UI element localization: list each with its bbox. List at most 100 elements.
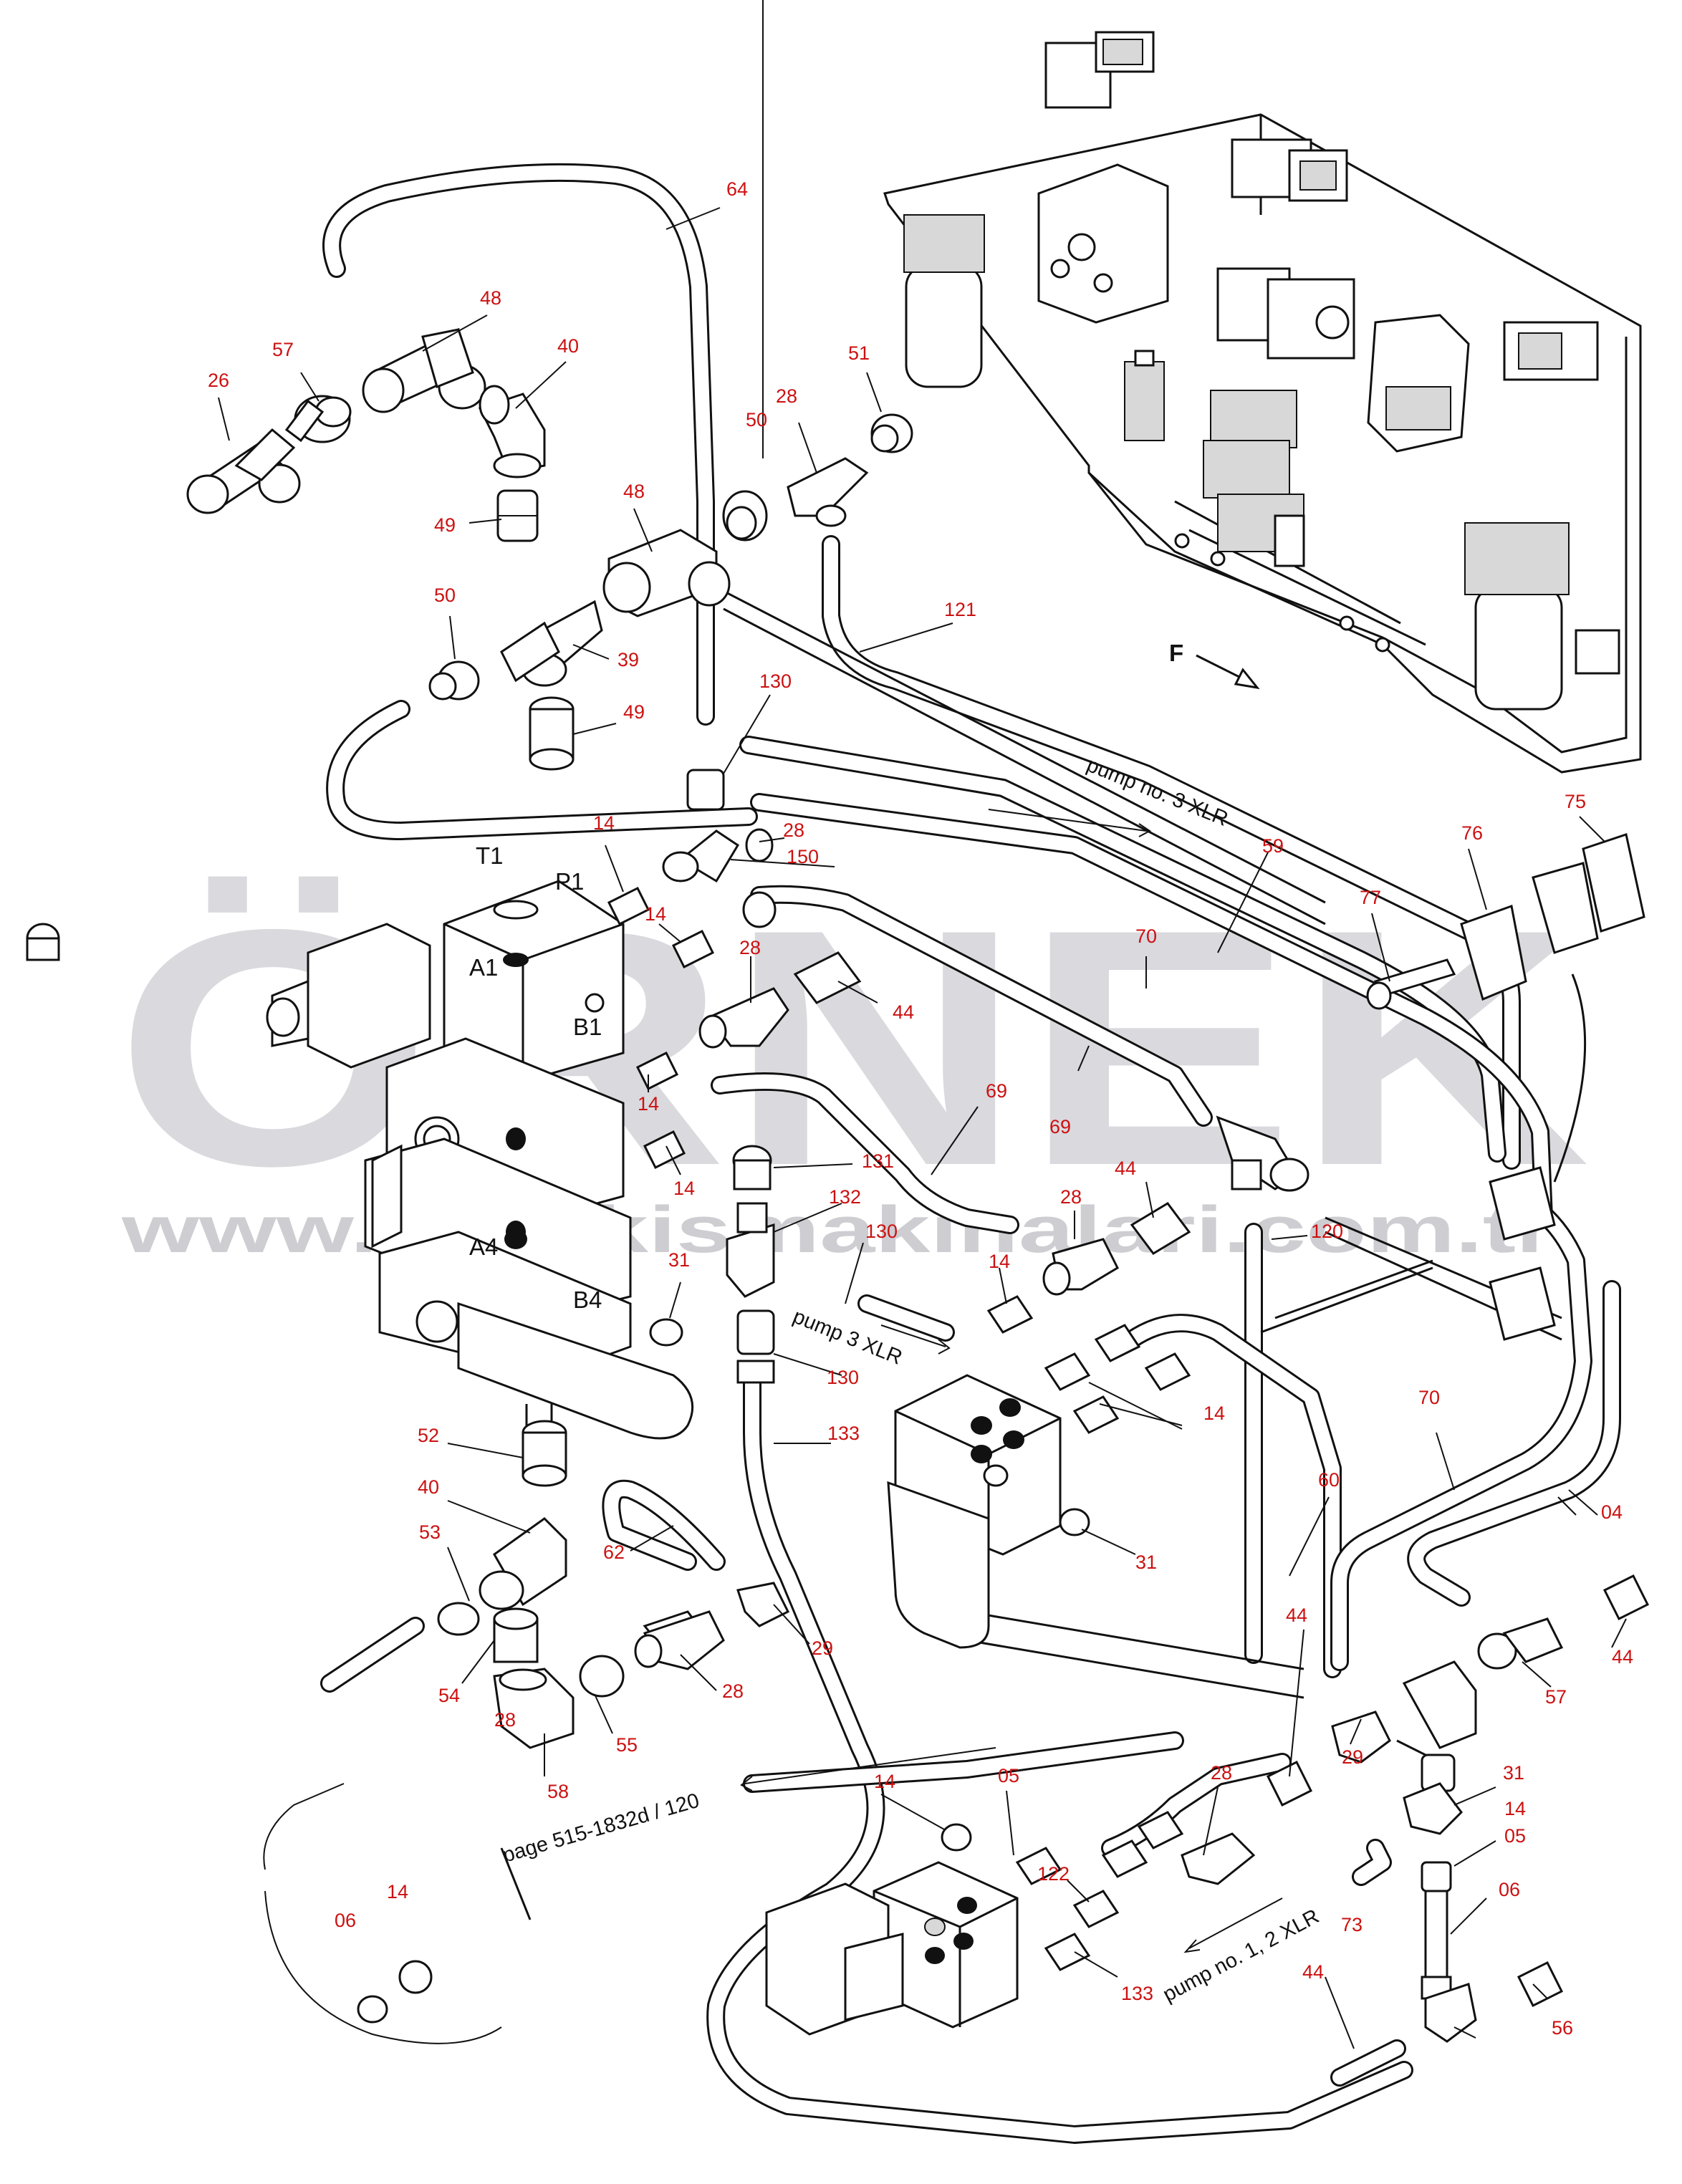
fitting-far-left <box>26 923 60 961</box>
part-number: 40 <box>557 335 579 357</box>
fitting-130-150 <box>662 769 774 883</box>
part-number: 49 <box>623 701 645 723</box>
part-number: 64 <box>726 178 748 200</box>
plug-31-group <box>649 1318 1090 1852</box>
fittings-52-58 <box>437 1420 711 1749</box>
fittings-29-28-lower <box>634 1582 790 1670</box>
panel-bolt-holes <box>1174 533 1390 653</box>
part-number: 14 <box>874 1771 895 1792</box>
part-number: 44 <box>1115 1158 1136 1179</box>
part-number: 04 <box>1601 1501 1623 1523</box>
part-number: 130 <box>865 1221 898 1242</box>
hose-clamps <box>1489 1166 1556 1341</box>
part-number: 14 <box>645 903 666 925</box>
part-number: 131 <box>862 1150 894 1172</box>
part-number: 48 <box>623 481 645 502</box>
elbow-fitting-69 <box>1216 1115 1309 1192</box>
center-manifold <box>887 1374 1062 1649</box>
flow-arrow-f <box>1196 654 1260 690</box>
part-number: 31 <box>1503 1762 1524 1784</box>
part-number: 121 <box>944 599 976 620</box>
port-label-f: F <box>1169 640 1183 666</box>
tee-fitting-48-top <box>362 327 486 413</box>
solenoid-top-1 <box>1044 31 1155 109</box>
part-number: 31 <box>1135 1552 1157 1573</box>
port-label-p1: P1 <box>555 868 584 895</box>
port-label-t1: T1 <box>476 842 504 869</box>
part-number: 51 <box>848 342 870 364</box>
part-number: 120 <box>1311 1221 1343 1242</box>
part-number: 50 <box>746 409 767 430</box>
part-number: 56 <box>1552 2017 1573 2039</box>
nipple-49-lower <box>529 696 575 771</box>
part-number: 53 <box>419 1521 441 1543</box>
part-number: 06 <box>1499 1879 1520 1900</box>
solenoid-top-2 <box>1231 138 1348 202</box>
part-number: 133 <box>827 1423 860 1444</box>
nut-50-left <box>428 660 480 701</box>
tee-fitting-48-mid <box>602 529 731 617</box>
tee-fitting-28-top <box>787 457 869 527</box>
part-number: 28 <box>494 1709 516 1731</box>
part-number: 28 <box>783 819 804 841</box>
solenoid-right <box>1503 321 1599 381</box>
flow-arrows <box>740 809 1283 1953</box>
part-number: 14 <box>638 1093 659 1115</box>
adapter-14-center <box>986 1295 1191 1434</box>
small-valve-left <box>1124 350 1165 441</box>
part-number: 06 <box>335 1910 356 1931</box>
solenoid-center <box>1216 267 1355 360</box>
part-number: 44 <box>1302 1961 1324 1983</box>
part-number: 150 <box>787 846 819 867</box>
part-number: 54 <box>438 1685 460 1706</box>
fittings-57-29-right <box>1331 1617 1564 1764</box>
part-number: 57 <box>272 339 294 360</box>
part-number: 132 <box>829 1186 861 1208</box>
nut-57 <box>284 395 352 443</box>
valve-panel: F <box>883 31 1642 774</box>
part-number: 28 <box>739 937 761 958</box>
part-number: 50 <box>434 585 456 606</box>
part-number: 49 <box>434 514 456 536</box>
valve-body-low <box>364 1137 632 1319</box>
part-number: 130 <box>827 1367 859 1388</box>
part-number: 14 <box>387 1881 408 1902</box>
part-number: 39 <box>617 649 639 670</box>
nipple-49-top <box>496 489 539 542</box>
part-number: 40 <box>418 1476 439 1498</box>
part-number: 69 <box>1049 1116 1071 1137</box>
part-number: 05 <box>1504 1825 1526 1847</box>
part-number: 130 <box>759 670 792 692</box>
part-number: 48 <box>480 287 501 309</box>
tee-fitting-26 <box>186 428 301 514</box>
valve-block-right <box>1367 314 1470 453</box>
detail-circle <box>263 1783 532 2044</box>
bottom-manifold <box>765 1861 1019 2036</box>
grey-valve-stack <box>1203 390 1305 567</box>
part-number: 29 <box>812 1637 833 1659</box>
part-number: 58 <box>547 1781 569 1802</box>
fittings-bottom-right <box>1015 1811 1256 1971</box>
left-valve-stack: T1 P1 A1 B1 A4 B4 <box>266 842 694 1461</box>
adapter-14-group <box>607 886 777 1170</box>
plug-44-group <box>793 951 1650 2008</box>
solenoid-1 <box>307 923 431 1069</box>
part-number: 133 <box>1121 1983 1153 2004</box>
fittings-column-right <box>1403 1754 1477 2043</box>
part-numbers: 64 48 57 40 26 49 48 51 28 50 50 39 121 … <box>208 178 1633 2039</box>
part-number: 69 <box>986 1080 1007 1102</box>
part-number: 75 <box>1565 791 1586 812</box>
elbow-fitting-40 <box>478 385 546 478</box>
part-number: 29 <box>1342 1746 1363 1768</box>
part-number: 60 <box>1318 1469 1340 1491</box>
part-number: 26 <box>208 370 229 391</box>
part-number: 14 <box>593 812 615 834</box>
fittings <box>26 327 1650 2043</box>
part-number: 14 <box>673 1178 695 1199</box>
part-number: 14 <box>1203 1403 1225 1424</box>
part-number: 31 <box>668 1249 690 1271</box>
leader-lines <box>218 0 1627 2049</box>
filter-housing-left <box>903 214 985 388</box>
